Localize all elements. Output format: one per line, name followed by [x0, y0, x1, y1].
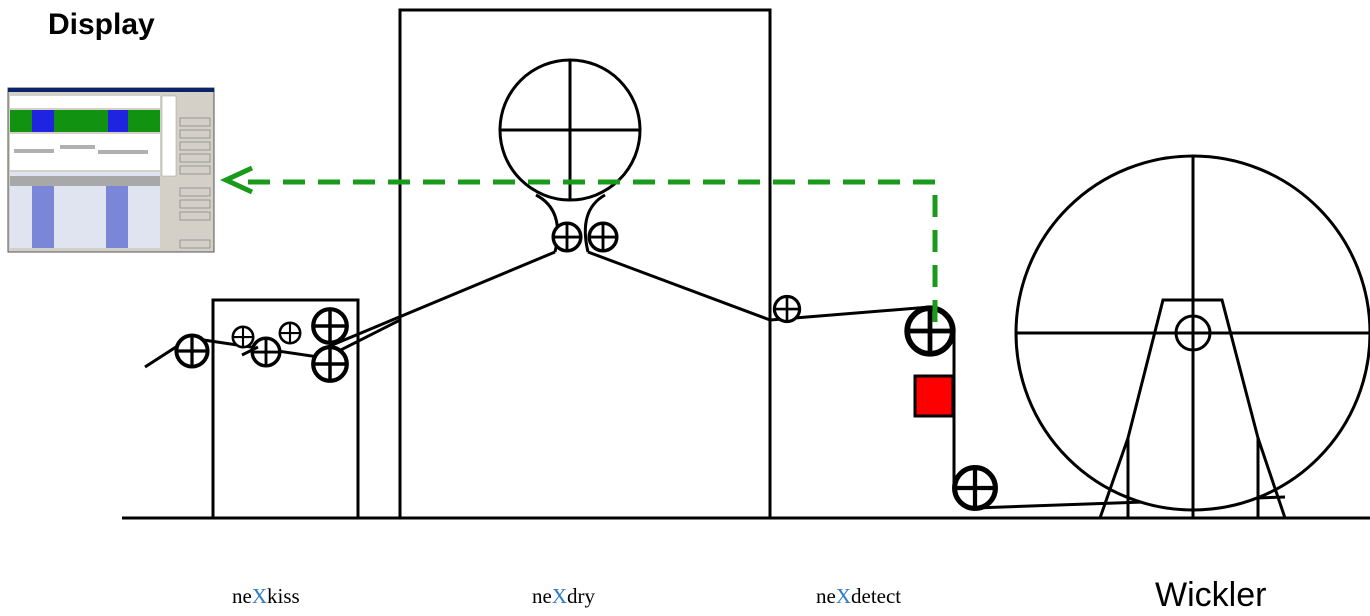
sensor-icon — [913, 374, 955, 418]
display-title: Display — [48, 8, 155, 41]
arrow-head-icon — [220, 165, 254, 195]
signal-line — [235, 179, 938, 322]
nexdry-unit — [324, 8, 772, 520]
nexkiss-unit — [144, 298, 401, 518]
label-wickler: Wickler — [1155, 576, 1267, 614]
label-nexdetect: neXdetect — [816, 584, 902, 608]
display-screenshot-icon — [7, 87, 215, 253]
roll-icon — [174, 333, 210, 369]
label-nexkiss: neXkiss — [232, 584, 300, 608]
label-nexdry: neXdry — [532, 584, 595, 608]
winder-unit — [1014, 154, 1370, 519]
